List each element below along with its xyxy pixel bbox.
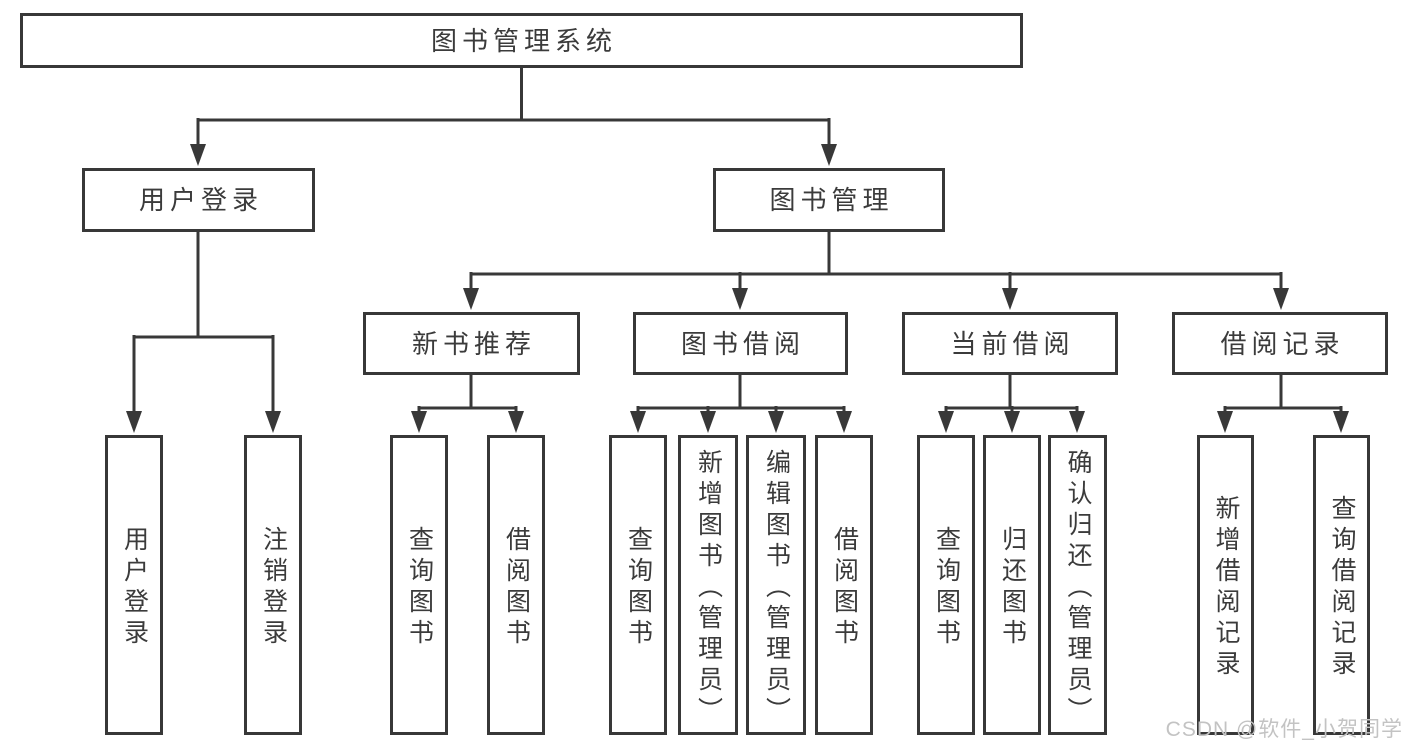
leaf-confirm-return-admin: 确认归还（管理员） xyxy=(1048,435,1107,735)
leaf-query-borrow-record: 查询借阅记录 xyxy=(1313,435,1370,735)
leaf-label: 新增图书（管理员） xyxy=(694,448,723,728)
node-label: 图书管理 xyxy=(769,185,894,215)
leaf-query-books-current: 查询图书 xyxy=(917,435,975,735)
leaf-borrow-books-recommend: 借阅图书 xyxy=(487,435,545,735)
node-book-borrowing: 图书借阅 xyxy=(633,312,848,375)
leaf-return-books: 归还图书 xyxy=(983,435,1041,735)
leaf-edit-books-admin: 编辑图书（管理员） xyxy=(746,435,806,735)
leaf-label: 注销登录 xyxy=(259,526,288,650)
leaf-label: 查询图书 xyxy=(405,526,434,650)
node-label: 用户登录 xyxy=(138,185,263,215)
leaf-label: 查询图书 xyxy=(624,526,653,650)
leaf-label: 查询借阅记录 xyxy=(1328,495,1356,681)
node-user-login: 用户登录 xyxy=(82,168,315,232)
leaf-label: 确认归还（管理员） xyxy=(1064,448,1092,728)
leaf-label: 编辑图书（管理员） xyxy=(762,448,791,728)
watermark: CSDN @软件_小贺同学 xyxy=(1165,718,1403,741)
node-borrowing-records: 借阅记录 xyxy=(1172,312,1388,375)
leaf-query-books-borrow: 查询图书 xyxy=(609,435,667,735)
leaf-user-login: 用户登录 xyxy=(105,435,163,735)
leaf-logout-login: 注销登录 xyxy=(244,435,302,735)
leaf-label: 查询图书 xyxy=(932,526,961,650)
node-book-management: 图书管理 xyxy=(713,168,945,232)
node-library-system: 图书管理系统 xyxy=(20,13,1023,68)
node-current-borrowing: 当前借阅 xyxy=(902,312,1118,375)
node-label: 图书管理系统 xyxy=(430,25,617,56)
node-label: 当前借阅 xyxy=(950,328,1075,359)
node-label: 借阅记录 xyxy=(1220,328,1345,359)
leaf-label: 归还图书 xyxy=(998,526,1027,650)
node-label: 新书推荐 xyxy=(411,328,536,359)
leaf-add-borrow-record: 新增借阅记录 xyxy=(1197,435,1254,735)
leaf-label: 用户登录 xyxy=(120,526,149,650)
leaf-label: 借阅图书 xyxy=(830,526,859,650)
node-new-book-recommendation: 新书推荐 xyxy=(363,312,580,375)
leaf-query-books-recommend: 查询图书 xyxy=(390,435,448,735)
leaf-add-books-admin: 新增图书（管理员） xyxy=(678,435,738,735)
leaf-borrow-books-borrow: 借阅图书 xyxy=(815,435,873,735)
leaf-label: 新增借阅记录 xyxy=(1212,495,1240,681)
leaf-label: 借阅图书 xyxy=(502,526,531,650)
node-label: 图书借阅 xyxy=(680,328,805,359)
